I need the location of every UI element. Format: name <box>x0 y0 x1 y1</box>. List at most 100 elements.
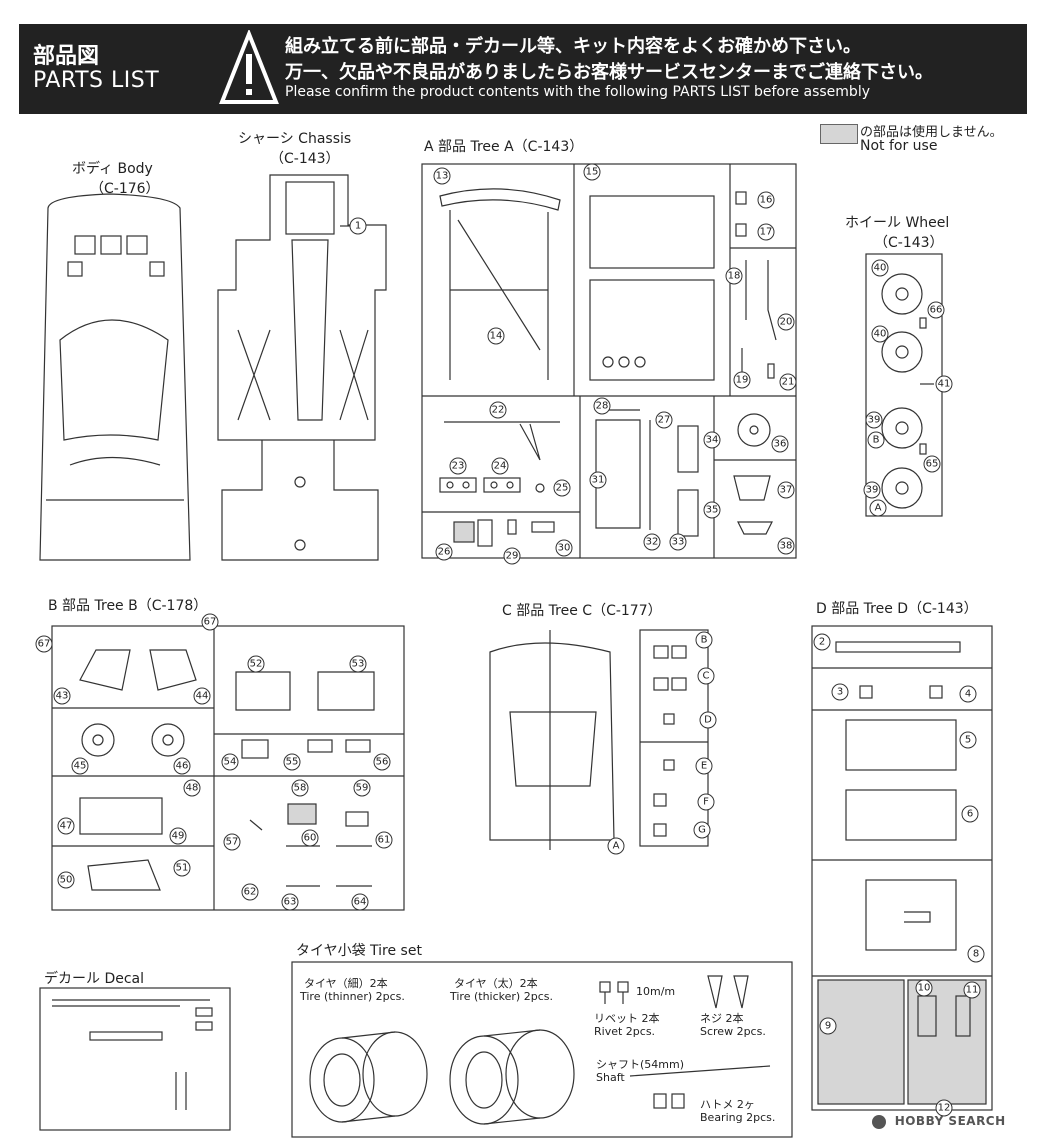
part-number-label: 43 <box>56 691 69 702</box>
tree-c-runner <box>489 629 709 850</box>
legend-jp: の部品は使用しません。 <box>860 125 1003 140</box>
part-number-circle <box>71 757 89 775</box>
part-number-circle <box>283 753 301 771</box>
hobby-search-logo-icon <box>872 1114 886 1129</box>
part-number-circle <box>779 373 797 391</box>
part-number-label: 16 <box>760 195 773 206</box>
decal-sheet <box>39 987 231 1131</box>
part-number-label: 19 <box>736 375 749 386</box>
part-number-circle <box>865 411 883 429</box>
bearing-jp: ハトメ 2ヶ <box>700 1098 755 1111</box>
part-number-circle <box>643 533 661 551</box>
part-number-circle <box>863 481 881 499</box>
part-number-label: B <box>873 435 880 446</box>
part-number-label: C <box>703 671 710 682</box>
part-number-label: 48 <box>186 783 199 794</box>
part-number-circle <box>241 883 259 901</box>
header-en-line: Please confirm the product contents with… <box>285 84 870 100</box>
shaft-en: Shaft <box>596 1071 625 1084</box>
header-en-title: PARTS LIST <box>33 68 160 93</box>
part-number-circle <box>223 833 241 851</box>
part-number-circle <box>703 501 721 519</box>
tree-c-title: C 部品 Tree C（C-177） <box>502 603 662 619</box>
part-number-circle <box>433 167 451 185</box>
part-number-label: D <box>704 715 712 726</box>
part-number-circle <box>915 979 933 997</box>
part-number-circle <box>697 793 715 811</box>
part-number-circle <box>373 753 391 771</box>
part-number-label: 26 <box>438 547 451 558</box>
part-number-circle <box>449 457 467 475</box>
tire-thick-en: Tire (thicker) 2pcs. <box>450 990 553 1003</box>
tire-thin-en: Tire (thinner) 2pcs. <box>300 990 405 1003</box>
part-number-label: 40 <box>874 329 887 340</box>
part-number-circle <box>589 471 607 489</box>
part-number-circle <box>831 683 849 701</box>
part-number-label: 63 <box>284 897 297 908</box>
part-number-circle <box>923 455 941 473</box>
part-number-circle <box>351 893 369 911</box>
part-number-label: 35 <box>706 505 719 516</box>
part-number-circle <box>349 655 367 673</box>
part-number-label: 1 <box>355 221 361 232</box>
part-number-label: 50 <box>60 875 73 886</box>
header-jp-line2: 万一、欠品や不良品がありましたらお客様サービスセンターまでご連絡下さい。 <box>285 62 933 83</box>
part-number-circle <box>871 325 889 343</box>
wheel-title: ホイール Wheel <box>845 215 950 231</box>
part-number-circle <box>53 687 71 705</box>
part-number-label: 27 <box>658 415 671 426</box>
part-number-label: 28 <box>596 401 609 412</box>
warning-triangle-icon <box>219 30 279 104</box>
part-number-label: 46 <box>176 761 189 772</box>
part-number-label: 64 <box>354 897 367 908</box>
part-number-label: 9 <box>825 1021 831 1032</box>
part-number-circle <box>733 371 751 389</box>
part-number-label: 33 <box>672 537 685 548</box>
part-number-circle <box>725 267 743 285</box>
part-number-circle <box>57 817 75 835</box>
part-number-label: 31 <box>592 475 605 486</box>
part-number-circle <box>777 481 795 499</box>
part-number-circle <box>703 431 721 449</box>
part-number-circle <box>959 731 977 749</box>
part-number-circle <box>375 831 393 849</box>
tree-d-runner <box>811 625 993 1111</box>
header-jp-title: 部品図 <box>33 44 100 69</box>
chassis-title: シャーシ Chassis <box>238 131 352 147</box>
part-number-label: 12 <box>938 1103 951 1114</box>
not-for-use-swatch <box>820 124 858 144</box>
part-number-circle <box>491 457 509 475</box>
part-number-circle <box>693 821 711 839</box>
part-number-circle <box>593 397 611 415</box>
part-number-label: 6 <box>967 809 973 820</box>
part-number-label: 39 <box>866 485 879 496</box>
part-number-label: 3 <box>837 687 843 698</box>
tree-b-title: B 部品 Tree B（C-178） <box>48 598 208 614</box>
part-number-label: 41 <box>938 379 951 390</box>
part-number-label: 51 <box>176 863 189 874</box>
rivet-size: 10m/m <box>636 985 676 998</box>
part-number-circle <box>959 685 977 703</box>
part-number-label: 60 <box>304 833 317 844</box>
part-number-circle <box>819 1017 837 1035</box>
part-number-circle <box>867 431 885 449</box>
part-number-circle <box>669 533 687 551</box>
part-number-label: 61 <box>378 835 391 846</box>
shaft-jp: シャフト(54mm) <box>596 1058 685 1071</box>
body-shell <box>39 193 191 561</box>
part-number-label: 25 <box>556 483 569 494</box>
tree-a-title: A 部品 Tree A（C-143） <box>424 139 584 155</box>
part-number-label: 66 <box>930 305 943 316</box>
part-number-circle <box>281 893 299 911</box>
rivet-jp: リベット 2本 <box>594 1012 660 1025</box>
part-number-circle <box>935 1099 953 1117</box>
part-number-circle <box>967 945 985 963</box>
part-number-label: 38 <box>780 541 793 552</box>
part-number-label: 55 <box>286 757 299 768</box>
part-number-label: 22 <box>492 405 505 416</box>
part-number-circle <box>757 223 775 241</box>
part-number-circle <box>201 613 219 631</box>
part-number-label: 62 <box>244 887 257 898</box>
part-number-circle <box>757 191 775 209</box>
